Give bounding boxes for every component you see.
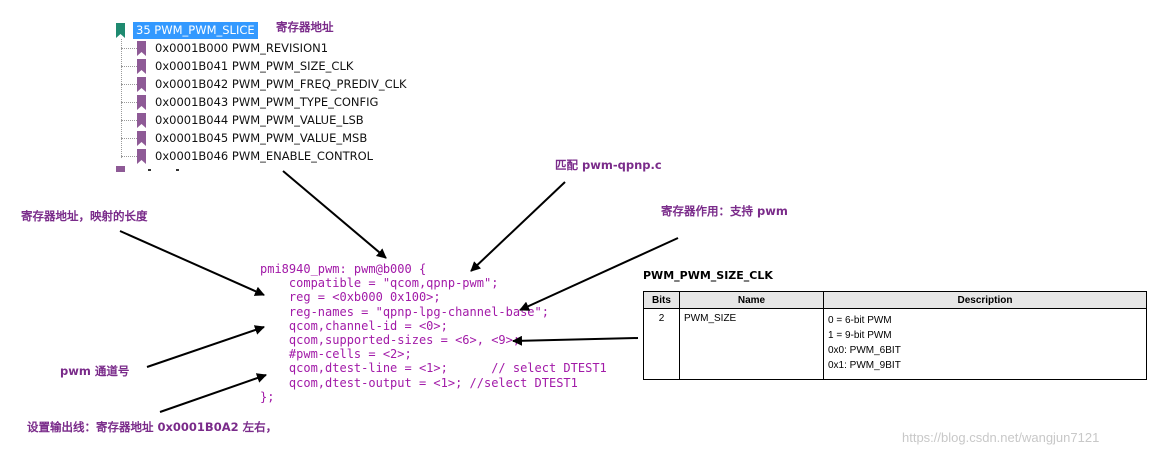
tree-guide-branch — [121, 66, 137, 67]
description-line: 0x1: PWM_9BIT — [828, 360, 901, 371]
code-line: qcom,channel-id = <0>; — [260, 318, 448, 333]
arrow-table-to-sizes — [512, 335, 639, 346]
cropped-tree-row — [116, 166, 179, 172]
code-line: pmi8940_pwm: pwm@b000 { — [260, 262, 427, 276]
tree-guide-branch — [121, 84, 137, 85]
arrow-output-line — [159, 373, 267, 413]
tree-guide-line — [121, 39, 122, 158]
code-line: reg = <0xb000 0x100>; — [260, 290, 441, 305]
tree-item[interactable]: 0x0001B042 PWM_PWM_FREQ_PREDIV_CLK — [155, 77, 407, 91]
tree-guide-branch — [121, 120, 137, 121]
register-table: Bits Name Description 2 PWM_SIZE 0 = 6-b… — [643, 291, 1147, 380]
register-table-title: PWM_PWM_SIZE_CLK — [643, 269, 773, 282]
annotation-register-address: 寄存器地址 — [276, 20, 334, 34]
description-line: 0x0: PWM_6BIT — [828, 345, 901, 356]
bookmark-icon — [137, 149, 146, 164]
device-tree-code: pmi8940_pwm: pwm@b000 { compatible = "qc… — [260, 262, 607, 404]
tree-guide-branch — [121, 156, 137, 157]
bookmark-icon — [137, 95, 146, 110]
tree-item[interactable]: 0x0001B045 PWM_PWM_VALUE_MSB — [155, 131, 368, 145]
annotation-pwm-channel: pwm 通道号 — [60, 364, 130, 378]
annotation-match-driver: 匹配 pwm-qpnp.c — [555, 158, 662, 172]
annotation-register-address-length: 寄存器地址，映射的长度 — [21, 209, 148, 223]
code-line: #pwm-cells = <2>; — [260, 347, 412, 362]
tree-guide-branch — [121, 138, 137, 139]
tree-item[interactable]: 0x0001B000 PWM_REVISION1 — [155, 41, 329, 55]
tree-guide-branch — [121, 48, 137, 49]
bookmark-icon — [137, 77, 146, 92]
column-header-name: Name — [679, 291, 824, 309]
tree-item[interactable]: 0x0001B041 PWM_PWM_SIZE_CLK — [155, 59, 354, 73]
tree-guide-branch — [121, 102, 137, 103]
code-line: }; — [260, 389, 275, 404]
bookmark-icon — [137, 41, 146, 56]
column-header-description: Description — [823, 291, 1147, 309]
tree-item[interactable]: 0x0001B044 PWM_PWM_VALUE_LSB — [155, 113, 364, 127]
code-line: compatible = "qcom,qpnp-pwm"; — [260, 276, 499, 291]
annotation-output-line: 设置输出线：寄存器地址 0x0001B0A2 左右， — [27, 420, 278, 434]
arrow-tree-to-code — [282, 170, 387, 259]
description-line: 1 = 9-bit PWM — [828, 330, 892, 341]
bookmark-icon — [137, 59, 146, 74]
description-line: 0 = 6-bit PWM — [828, 315, 892, 326]
arrow-register-function — [519, 237, 679, 311]
code-line: qcom,dtest-output = <1>; //select DTEST1 — [260, 375, 578, 390]
arrow-pwm-channel — [146, 325, 265, 368]
table-row: 2 PWM_SIZE 0 = 6-bit PWM 1 = 9-bit PWM 0… — [643, 308, 1147, 380]
book-icon — [116, 23, 125, 38]
watermark: https://blog.csdn.net/wangjun7121 — [902, 430, 1100, 445]
bookmark-icon — [137, 131, 146, 146]
table-header-row: Bits Name Description — [643, 291, 1147, 309]
code-line: reg-names = "qpnp-lpg-channel-base"; — [260, 304, 549, 319]
bookmark-icon — [137, 113, 146, 128]
tree-item[interactable]: 0x0001B046 PWM_ENABLE_CONTROL — [155, 149, 374, 163]
column-header-bits: Bits — [643, 291, 680, 309]
cell-name: PWM_SIZE — [679, 308, 824, 380]
arrow-match-driver — [470, 181, 566, 272]
tree-item[interactable]: 0x0001B043 PWM_PWM_TYPE_CONFIG — [155, 95, 379, 109]
tree-root-label[interactable]: 35 PWM_PWM_SLICE — [133, 22, 258, 39]
code-line: qcom,supported-sizes = <6>, <9>; — [260, 332, 521, 347]
code-line: qcom,dtest-line = <1>; // select DTEST1 — [260, 361, 607, 376]
cell-description: 0 = 6-bit PWM 1 = 9-bit PWM 0x0: PWM_6BI… — [823, 308, 1147, 380]
arrow-address-length — [119, 230, 265, 296]
annotation-register-function: 寄存器作用：支持 pwm — [661, 204, 788, 218]
